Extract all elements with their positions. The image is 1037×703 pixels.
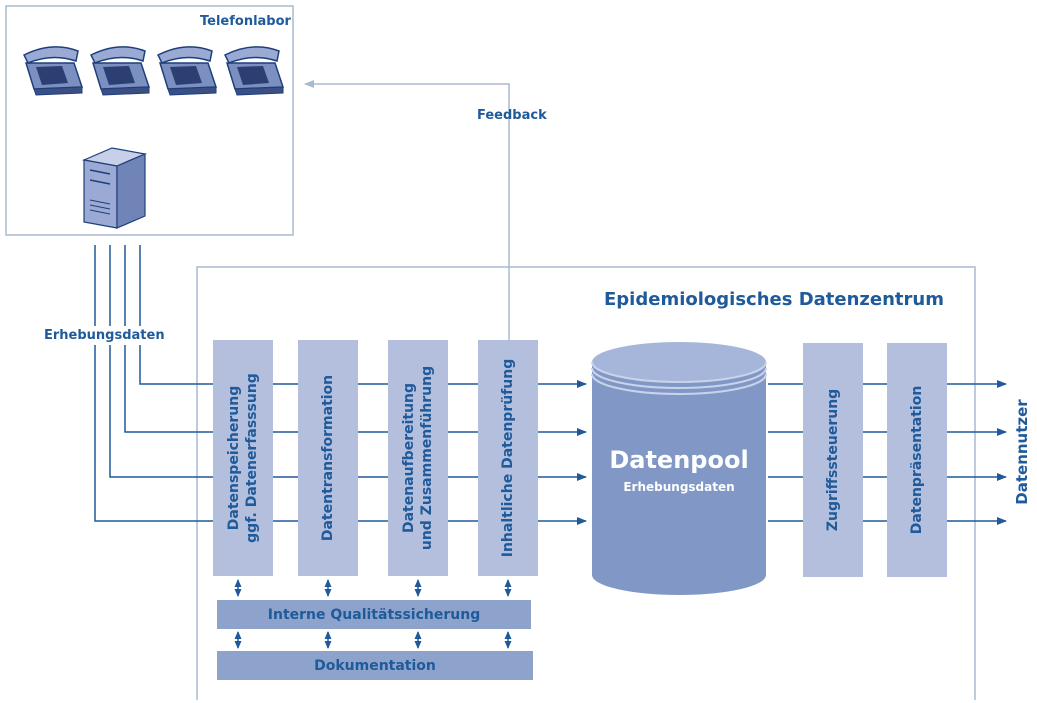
data-pool-subtitle: Erhebungsdaten bbox=[623, 480, 735, 494]
telephone-lab-title: Telefonlabor bbox=[200, 14, 291, 29]
telephone-lab-frame bbox=[5, 5, 294, 236]
telephone-icon bbox=[156, 46, 218, 96]
step-label-storage-line2: ggf. Datenerfasssung bbox=[244, 373, 260, 543]
qa-arrows bbox=[234, 579, 512, 649]
data-pool-title: Datenpool bbox=[609, 446, 749, 474]
step-label-access-control: Zugriffssteuerung bbox=[825, 388, 841, 532]
step-box-transformation bbox=[298, 340, 358, 576]
survey-data-label: Erhebungsdaten bbox=[40, 326, 169, 345]
step-box-preparation bbox=[388, 340, 448, 576]
step-label-transformation-line1: Datentransformation bbox=[320, 374, 336, 542]
server-icon bbox=[81, 147, 148, 229]
pipeline-connectors bbox=[273, 383, 478, 522]
step-box-presentation bbox=[887, 343, 947, 577]
step-label-validation: Inhaltliche Datenprüfung bbox=[499, 359, 517, 557]
step-box-validation bbox=[478, 340, 538, 576]
step-box-access-control bbox=[803, 343, 863, 577]
data-center-title: Epidemiologisches Datenzentrum bbox=[604, 289, 944, 310]
survey-data-lines bbox=[94, 245, 213, 522]
data-center-frame bbox=[196, 266, 976, 700]
step-label-transformation: Datentransformation bbox=[319, 375, 337, 541]
step-label-storage-line1: Datenspeicherung bbox=[226, 385, 242, 531]
step-label-storage: Datenspeicherung ggf. Datenerfasssung bbox=[225, 373, 261, 543]
telephone-icon bbox=[22, 46, 84, 96]
step-label-preparation: Datenaufbereitung und Zusammenführung bbox=[400, 366, 436, 550]
data-pool-cylinder bbox=[591, 342, 767, 595]
telephone-icon bbox=[223, 46, 285, 96]
documentation-bar: Dokumentation bbox=[217, 651, 533, 680]
step-box-storage bbox=[213, 340, 273, 576]
data-users-label: Datennutzer bbox=[1013, 399, 1031, 505]
feedback-arrow bbox=[304, 80, 510, 343]
pool-input-arrows bbox=[538, 380, 587, 525]
output-connectors bbox=[768, 383, 887, 522]
internal-qa-bar: Interne Qualitätssicherung bbox=[217, 600, 531, 629]
user-output-arrows bbox=[947, 380, 1007, 525]
step-label-preparation-line2: und Zusammenführung bbox=[419, 365, 435, 551]
feedback-label: Feedback bbox=[477, 108, 547, 123]
step-label-preparation-line1: Datenaufbereitung bbox=[401, 382, 417, 534]
step-label-presentation: Datenpräsentation bbox=[909, 385, 925, 535]
telephone-icon bbox=[89, 46, 151, 96]
step-label-validation-line1: Inhaltliche Datenprüfung bbox=[500, 358, 516, 558]
